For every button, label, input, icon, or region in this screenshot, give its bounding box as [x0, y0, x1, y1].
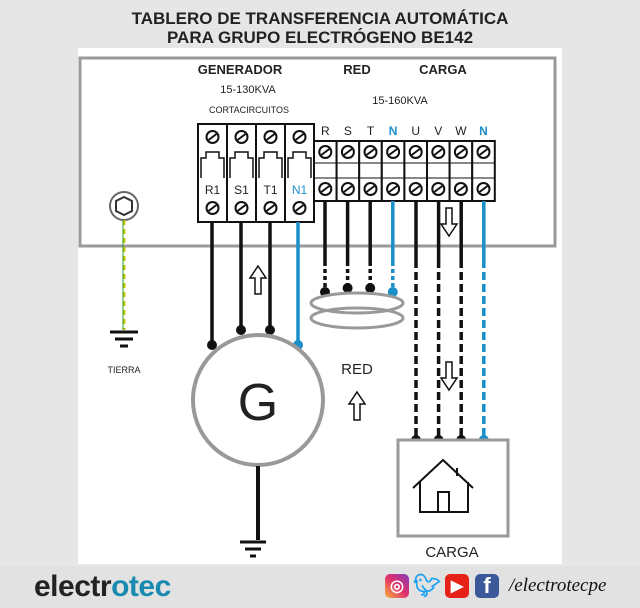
youtube-icon[interactable]: ▶	[445, 574, 469, 598]
screw-icon	[205, 201, 220, 215]
screw-icon	[476, 145, 491, 159]
breaker-n1: N1	[284, 123, 315, 223]
breaker-s1: S1	[226, 123, 257, 223]
generador-label: GENERADOR	[198, 62, 283, 77]
screw-icon	[386, 145, 401, 159]
current-transformer-coil	[309, 291, 405, 315]
terminal-u: U	[403, 124, 428, 202]
screw-icon	[292, 130, 307, 144]
cortacircuitos-label: CORTACIRCUITOS	[209, 105, 289, 115]
screw-icon	[318, 182, 333, 196]
screw-icon	[263, 130, 278, 144]
terminal-w: W	[448, 124, 474, 202]
load-box	[396, 438, 510, 538]
screw-icon	[234, 201, 249, 215]
breaker-r1: R1	[197, 123, 228, 223]
screw-icon	[234, 130, 249, 144]
terminal-label: R	[321, 124, 330, 138]
ground-symbol-icon	[110, 330, 138, 348]
breaker-label: T1	[263, 183, 277, 197]
screw-icon	[292, 201, 307, 215]
title-line2: PARA GRUPO ELECTRÓGENO BE142	[167, 28, 473, 47]
footer: electrotec ◎ 🐦︎ ▶ f /electrotecpe	[0, 566, 640, 608]
twitter-icon[interactable]: 🐦︎	[413, 573, 441, 598]
terminal-s: S	[335, 124, 361, 202]
breaker-block: R1 S1 T1 N1	[197, 123, 315, 223]
arrow-down-icon	[439, 207, 459, 238]
electrotec-logo: electrotec	[34, 570, 171, 603]
generator-symbol	[191, 333, 325, 467]
diagram: TABLERO DE TRANSFERENCIA AUTOMÁTICA PARA…	[78, 9, 562, 564]
terminal-label: N	[479, 124, 488, 138]
screw-icon	[340, 145, 355, 159]
red-label: RED	[343, 62, 370, 77]
gen-range: 15-130KVA	[220, 84, 276, 96]
arrow-up-icon	[248, 264, 268, 295]
terminal-label: S	[344, 124, 352, 138]
social-links: ◎ 🐦︎ ▶ f /electrotecpe	[385, 573, 607, 598]
terminal-label: W	[455, 124, 467, 138]
carga-load-label: CARGA	[425, 544, 478, 561]
breaker-label: N1	[292, 183, 308, 197]
terminal-label: T	[367, 124, 375, 138]
connection-dot	[365, 283, 376, 293]
screw-icon	[386, 182, 401, 196]
house-icon	[412, 458, 474, 513]
connection-dot	[387, 287, 398, 297]
breaker-label: R1	[205, 183, 221, 197]
screw-icon	[431, 182, 446, 196]
terminal-label: U	[411, 124, 420, 138]
social-handle[interactable]: /electrotecpe	[509, 575, 607, 596]
terminal-r: R	[313, 124, 338, 202]
connection-dot	[207, 340, 217, 350]
generator-ground-icon	[240, 540, 266, 558]
screw-icon	[318, 145, 333, 159]
terminal-label: N	[389, 124, 398, 138]
title-line1: TABLERO DE TRANSFERENCIA AUTOMÁTICA	[132, 9, 509, 28]
tierra-label: TIERRA	[107, 365, 140, 375]
red-range: 15-160KVA	[372, 95, 428, 107]
screw-icon	[408, 182, 423, 196]
instagram-icon[interactable]: ◎	[385, 574, 409, 598]
screw-icon	[205, 130, 220, 144]
wiring	[207, 201, 489, 445]
screw-icon	[363, 145, 378, 159]
red-source-label: RED	[341, 361, 373, 378]
arrow-up-icon	[347, 390, 367, 421]
screw-icon	[408, 145, 423, 159]
screw-icon	[263, 201, 278, 215]
connection-dot	[236, 325, 246, 335]
generator-letter: G	[238, 374, 278, 432]
terminal-n: N	[380, 124, 406, 202]
connection-dot	[342, 283, 353, 293]
screw-icon	[453, 182, 468, 196]
breaker-t1: T1	[255, 123, 286, 223]
screw-icon	[476, 182, 491, 196]
terminal-n: N	[471, 124, 496, 202]
screw-icon	[453, 145, 468, 159]
breaker-label: S1	[234, 183, 249, 197]
facebook-icon[interactable]: f	[475, 573, 499, 598]
arrow-down-icon	[439, 361, 459, 392]
connection-dot	[265, 325, 275, 335]
terminal-label: V	[434, 124, 442, 138]
screw-icon	[340, 182, 355, 196]
screw-icon	[363, 182, 378, 196]
screw-icon	[431, 145, 446, 159]
carga-label: CARGA	[419, 62, 467, 77]
panel-enclosure	[78, 56, 557, 248]
